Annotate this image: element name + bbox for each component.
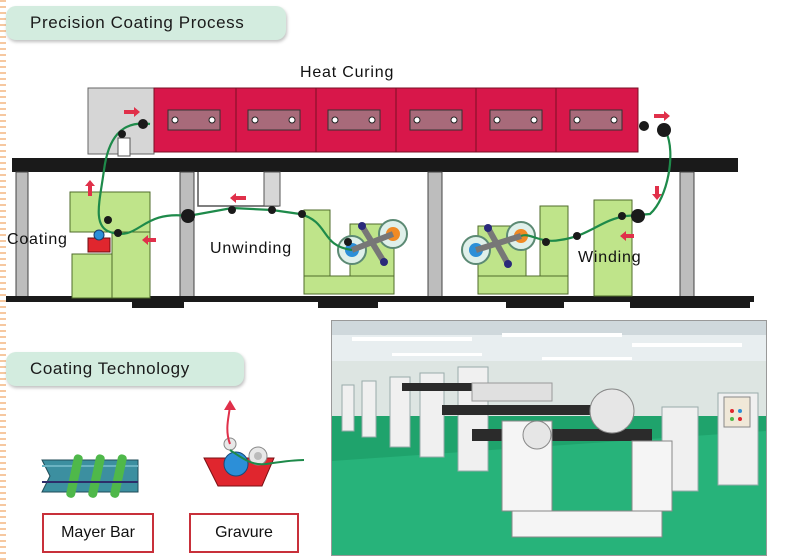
roller-icon xyxy=(542,238,550,246)
flow-arrow-icon xyxy=(85,180,95,196)
flow-arrow-icon xyxy=(142,235,156,245)
roller-icon xyxy=(344,238,352,246)
heat-curing-label: Heat Curing xyxy=(300,64,395,81)
roller-icon xyxy=(118,130,126,138)
factory-photo xyxy=(331,320,767,556)
roller-icon xyxy=(298,210,306,218)
unwinding-label: Unwinding xyxy=(210,240,292,257)
roller-icon xyxy=(181,209,195,223)
roller-icon xyxy=(228,206,236,214)
roller-icon xyxy=(618,212,626,220)
roller-icon xyxy=(631,209,645,223)
floor-rail xyxy=(6,296,754,302)
support-beam xyxy=(12,158,738,172)
roller-icon xyxy=(104,216,112,224)
support-legs xyxy=(15,171,695,299)
flow-arrow-icon xyxy=(124,107,140,117)
flow-arrows xyxy=(85,107,670,245)
roller-icon xyxy=(268,206,276,214)
coating-label: Coating xyxy=(7,231,68,248)
winding-station xyxy=(461,199,633,297)
flow-arrow-icon xyxy=(230,193,246,203)
winding-label: Winding xyxy=(578,249,642,266)
roller-icon xyxy=(657,123,671,137)
mayer-bar-illustration xyxy=(41,454,139,498)
up-arrow-icon xyxy=(224,400,236,410)
coating-station xyxy=(69,191,151,299)
oven-zones xyxy=(153,87,639,153)
process-title: Precision Coating Process xyxy=(6,6,286,40)
technology-title: Coating Technology xyxy=(6,352,244,386)
roller-icon xyxy=(573,232,581,240)
flow-arrow-icon xyxy=(620,231,634,241)
coating-process-diagram xyxy=(6,87,754,308)
oven-entry-window xyxy=(117,137,131,157)
web-rollers xyxy=(104,119,671,246)
gravure-label: Gravure xyxy=(189,513,299,553)
roller-icon xyxy=(138,119,148,129)
decorative-stripe xyxy=(0,0,6,560)
roller-icon xyxy=(114,229,122,237)
gravure-illustration xyxy=(203,400,305,487)
flow-arrow-icon xyxy=(652,186,662,200)
roller-icon xyxy=(639,121,649,131)
flow-arrow-icon xyxy=(654,111,670,121)
unwinding-station xyxy=(303,209,408,295)
mayer-bar-label: Mayer Bar xyxy=(42,513,154,553)
